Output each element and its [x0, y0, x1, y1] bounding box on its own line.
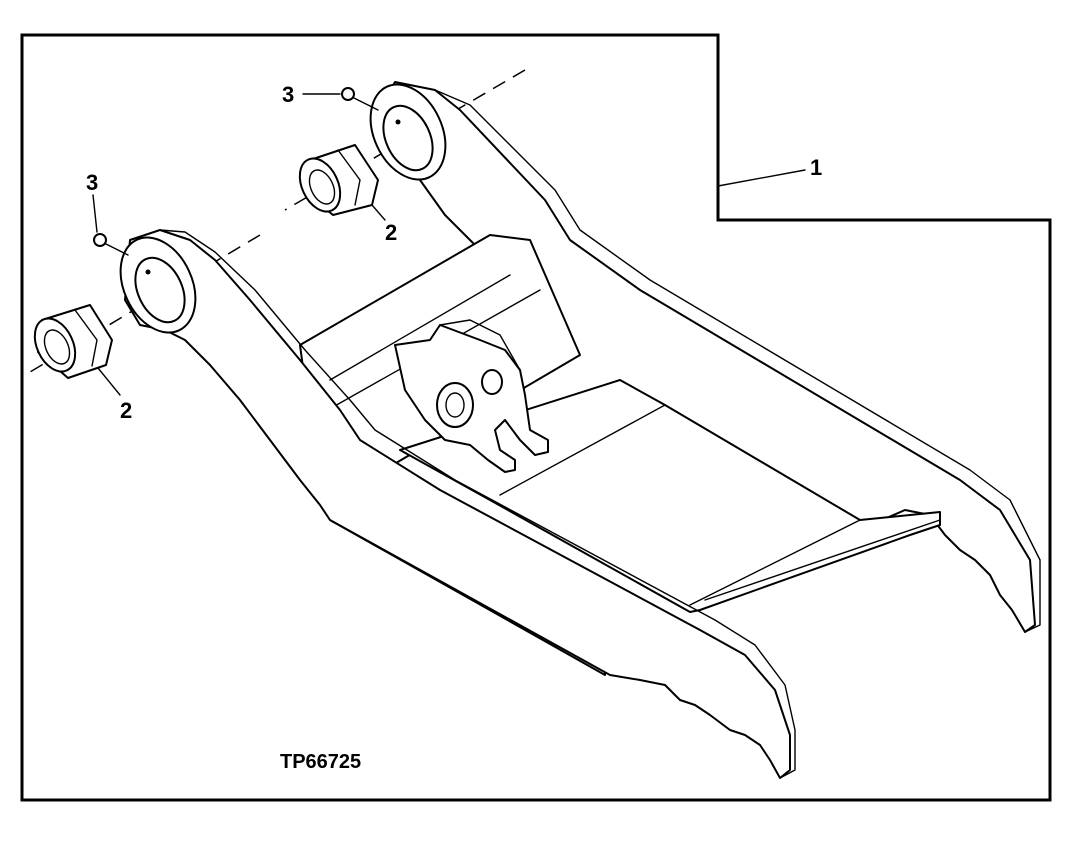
leader-line-3-lower — [92, 194, 98, 233]
callout-2-lower: 2 — [120, 398, 132, 423]
lower-pin-boss — [119, 236, 197, 334]
leader-line-2-upper — [371, 204, 386, 221]
callout-3-lower: 3 — [86, 170, 98, 195]
upper-bushing — [298, 144, 379, 216]
lower-bushing — [33, 304, 113, 379]
diagram-frame — [20, 33, 1052, 802]
callout-3-upper: 3 — [282, 82, 294, 107]
cylinder-bracket — [394, 319, 549, 473]
callout-1: 1 — [810, 155, 822, 180]
figure-id: TP66725 — [280, 751, 361, 773]
upper-pin-boss — [369, 83, 447, 181]
leader-line-2-lower — [97, 367, 121, 396]
left-side-plate — [124, 229, 796, 779]
lower-grease-fitting — [93, 233, 129, 256]
callout-2-upper: 2 — [385, 220, 397, 245]
upper-grease-fitting — [341, 87, 379, 111]
leader-line-1 — [717, 169, 806, 187]
